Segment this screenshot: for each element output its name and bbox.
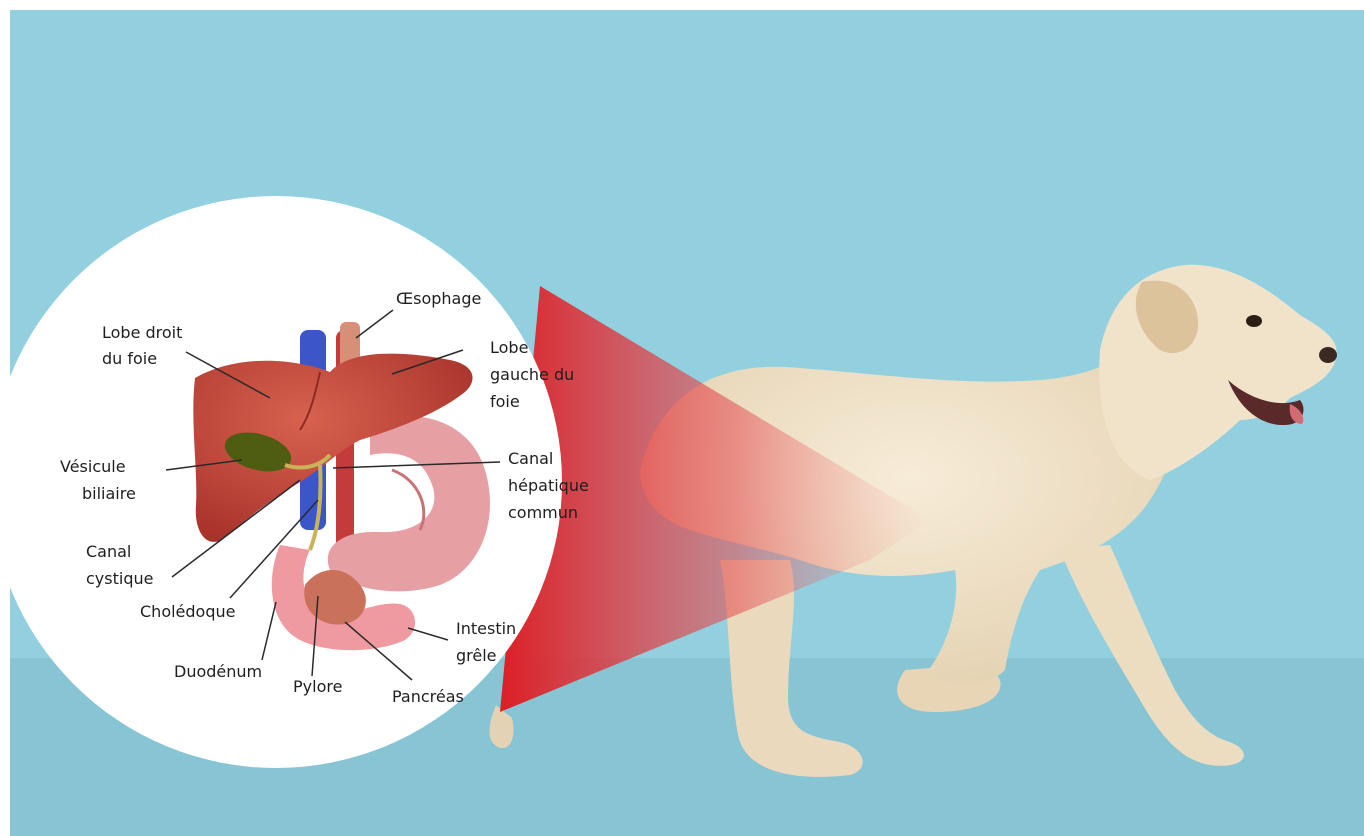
label-lobe-gauche-line2: gauche du xyxy=(490,365,574,384)
label-duodenum: Duodénum xyxy=(174,662,262,681)
label-lobe-gauche-line3: foie xyxy=(490,392,520,411)
label-vesicule-line2: biliaire xyxy=(82,484,136,503)
dog-nose xyxy=(1319,347,1337,363)
label-oesophage: Œsophage xyxy=(396,289,481,308)
label-canal-cystique-line2: cystique xyxy=(86,569,153,588)
label-lobe-droit-line1: Lobe droit xyxy=(102,323,182,342)
label-pylore: Pylore xyxy=(293,677,342,696)
label-canal-cystique-line1: Canal xyxy=(86,542,131,561)
label-canal-hepatique-line3: commun xyxy=(508,503,578,522)
label-intestin-line1: Intestin xyxy=(456,619,516,638)
label-lobe-gauche-line1: Lobe xyxy=(490,338,528,357)
label-choledoque: Cholédoque xyxy=(140,602,235,621)
label-intestin-line2: grêle xyxy=(456,646,497,665)
label-lobe-droit-line2: du foie xyxy=(102,349,157,368)
dog-eye xyxy=(1246,315,1262,327)
label-pancreas: Pancréas xyxy=(392,687,464,706)
label-canal-hepatique-line2: hépatique xyxy=(508,476,589,495)
label-vesicule-line1: Vésicule xyxy=(60,457,126,476)
label-canal-hepatique-line1: Canal xyxy=(508,449,553,468)
